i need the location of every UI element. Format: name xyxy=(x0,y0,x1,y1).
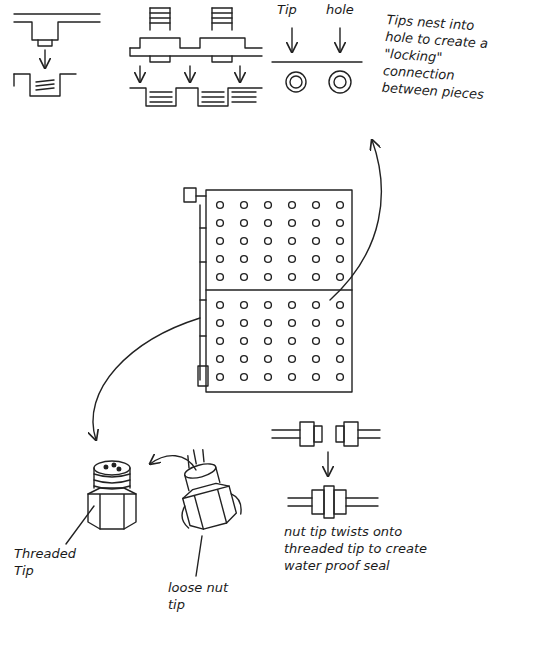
grid-hole xyxy=(265,338,272,345)
grid-hole xyxy=(265,202,272,209)
grid-hole xyxy=(289,220,296,227)
grid-hole xyxy=(337,338,344,345)
grid-hole xyxy=(265,238,272,245)
grid-hole xyxy=(337,202,344,209)
grid-hole xyxy=(217,374,224,381)
grid-hole xyxy=(313,202,320,209)
grid-hole xyxy=(217,338,224,345)
grid-hole xyxy=(265,302,272,309)
grid-hole xyxy=(265,356,272,363)
grid-hole xyxy=(265,320,272,327)
grid-hole xyxy=(337,356,344,363)
grid-hole xyxy=(313,220,320,227)
grid-hole xyxy=(289,356,296,363)
grid-hole xyxy=(241,220,248,227)
grid-hole xyxy=(289,274,296,281)
tip-hole-symbols xyxy=(272,28,362,93)
handwritten-note: loose nut tip xyxy=(168,580,230,614)
grid-hole xyxy=(241,338,248,345)
connector-sketch xyxy=(272,422,380,518)
tip-profile xyxy=(14,14,100,96)
handwritten-note: Tip xyxy=(277,2,317,19)
grid-hole xyxy=(313,338,320,345)
grid-hole xyxy=(241,374,248,381)
grid-hole xyxy=(265,374,272,381)
grid-hole xyxy=(289,320,296,327)
grid-hole xyxy=(337,320,344,327)
grid-hole xyxy=(241,302,248,309)
grid-hole xyxy=(337,256,344,263)
handwritten-note: nut tip twists onto threaded tip to crea… xyxy=(284,524,454,575)
grid-hole xyxy=(217,356,224,363)
grid-hole xyxy=(313,274,320,281)
handwritten-note: Tips nest into hole to create a "locking… xyxy=(381,12,503,104)
grid-hole xyxy=(313,356,320,363)
grid-hole xyxy=(241,274,248,281)
leader-line xyxy=(196,536,202,576)
handwritten-note: Threaded Tip xyxy=(14,546,84,580)
grid-hole xyxy=(337,374,344,381)
panel-grid xyxy=(184,188,352,392)
grid-hole xyxy=(289,202,296,209)
leader-line xyxy=(66,506,94,544)
grid-hole xyxy=(337,302,344,309)
grid-hole xyxy=(289,374,296,381)
grid-hole xyxy=(265,274,272,281)
grid-hole xyxy=(289,256,296,263)
grid-hole xyxy=(289,238,296,245)
grid-hole xyxy=(241,256,248,263)
leader-arrow xyxy=(93,318,200,440)
grid-hole xyxy=(217,256,224,263)
threaded-profile xyxy=(130,8,262,106)
grid-hole xyxy=(217,202,224,209)
grid-hole xyxy=(217,302,224,309)
grid-hole xyxy=(337,238,344,245)
grid-hole xyxy=(241,202,248,209)
handwritten-note: hole xyxy=(326,2,370,19)
leader-arrow xyxy=(330,140,381,300)
grid-hole xyxy=(241,320,248,327)
loose-nut-sketch xyxy=(166,442,244,534)
grid-hole xyxy=(265,220,272,227)
grid-hole xyxy=(217,274,224,281)
grid-hole xyxy=(217,220,224,227)
grid-hole xyxy=(241,356,248,363)
grid-hole xyxy=(313,238,320,245)
grid-hole xyxy=(217,238,224,245)
grid-hole xyxy=(337,274,344,281)
grid-hole xyxy=(241,238,248,245)
grid-hole xyxy=(313,320,320,327)
grid-hole xyxy=(313,256,320,263)
grid-hole xyxy=(289,302,296,309)
grid-hole xyxy=(313,302,320,309)
grid-hole xyxy=(337,220,344,227)
threaded-tip-sketch xyxy=(88,461,136,529)
grid-hole xyxy=(313,374,320,381)
grid-hole xyxy=(265,256,272,263)
grid-hole xyxy=(289,338,296,345)
grid-hole xyxy=(217,320,224,327)
